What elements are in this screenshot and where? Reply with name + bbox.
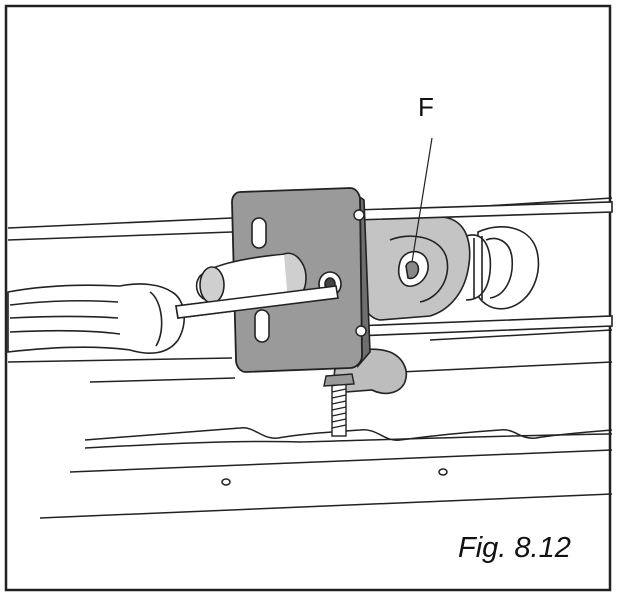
plate-slots (251, 217, 270, 343)
plate-rod-holes (353, 209, 367, 337)
callout-leader-line (411, 137, 433, 263)
hub-casting (333, 213, 471, 395)
callout-label-f: F (418, 92, 434, 122)
floor-panel (39, 427, 613, 519)
figure-border (4, 4, 612, 592)
coupling-nut (465, 226, 540, 310)
threaded-bolt (323, 373, 355, 437)
figure-caption: Fig. 8.12 (458, 532, 571, 564)
screwdriver-shaft (175, 285, 339, 319)
